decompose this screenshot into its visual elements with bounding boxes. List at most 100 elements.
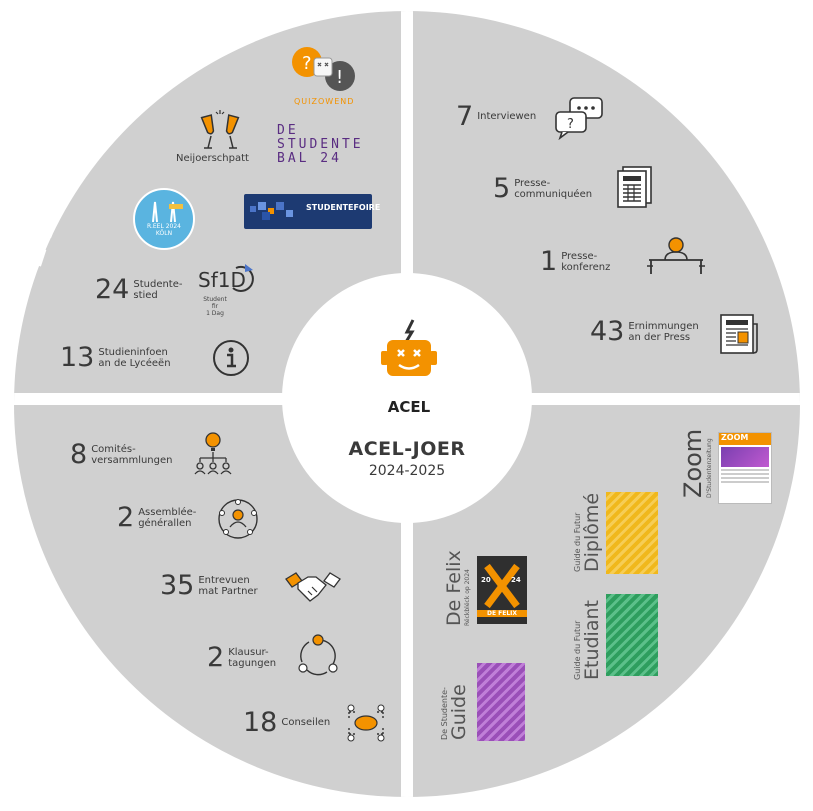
stat-pressekonferenz: 1 Presse- konferenz <box>540 248 610 275</box>
stat-label-line: Assemblée- <box>138 506 197 518</box>
press-conference-icon <box>647 237 705 274</box>
felix-cover-label: DE FELIX <box>477 610 527 617</box>
stat-label: Studente- stied <box>133 279 182 301</box>
reel-koeln-badge: R.EEL 2024 KÖLN <box>133 188 195 250</box>
studentebal-line: BAL 24 <box>277 151 342 166</box>
reel-line: KÖLN <box>155 230 173 237</box>
stat-comitesversammlungen: 8 Comités- versammlungen <box>70 441 172 468</box>
stat-label-line: versammlungen <box>91 454 173 466</box>
felix-cover: 20 24 DE FELIX <box>477 556 527 624</box>
sf1d-caption-line: 1 Dag <box>206 310 224 317</box>
stat-label-line: konferenz <box>561 261 611 273</box>
stat-label: Entrevuen mat Partner <box>198 575 257 597</box>
stat-label-line: Entrevuen <box>198 574 250 586</box>
stat-number: 8 <box>70 439 88 470</box>
handshake-icon <box>285 572 341 602</box>
stat-label-line: mat Partner <box>198 585 258 597</box>
stat-number: 2 <box>207 642 225 673</box>
chat-bubbles-icon: ? <box>555 97 603 140</box>
felix-x-icon <box>484 563 520 609</box>
stat-label-line: Studieninfoen <box>98 346 168 358</box>
stat-label: Studieninfoen an de Lycéeën <box>98 347 170 369</box>
studentefoire-label: STUDENTEFOIRE <box>306 203 381 212</box>
stat-label-line: an der Press <box>628 331 691 343</box>
stat-interviewen: 7 Interviewen <box>456 103 536 130</box>
council-icon <box>347 704 385 742</box>
stat-assembleegenerallen: 2 Assemblée- générallen <box>117 504 196 531</box>
svg-text:?: ? <box>567 117 574 132</box>
acel-robot-icon <box>381 319 437 376</box>
etudiant-label-vertical: Guide du Futur Etudiant <box>573 600 603 680</box>
stat-label-line: an de Lycéeën <box>98 357 171 369</box>
center-title: ACEL-JOER <box>348 438 466 460</box>
stat-label: Comités- versammlungen <box>91 444 172 466</box>
stat-number: 1 <box>540 246 558 277</box>
felix-cover-num2: 24 <box>511 576 521 584</box>
stat-number: 24 <box>95 274 130 305</box>
stat-label: Presse- communiquéen <box>514 178 592 200</box>
stat-entrevuen: 35 Entrevuen mat Partner <box>160 572 258 599</box>
zoom-cover-title: ZOOM <box>719 433 771 445</box>
zoom-subtitle: D'Studentenzeitung <box>706 438 713 498</box>
stat-label-line: communiquéen <box>514 188 593 200</box>
retreat-icon <box>298 634 338 676</box>
diplome-cover <box>606 492 658 574</box>
etudiant-line2: Etudiant <box>581 600 603 680</box>
newspaper-icon <box>720 314 758 354</box>
stat-label-line: Interviewen <box>477 111 537 122</box>
assembly-icon <box>218 499 258 539</box>
champagne-glasses-icon <box>200 110 240 149</box>
stat-label-line: Studente- <box>133 278 183 290</box>
zoom-cover-image <box>721 447 769 467</box>
zoom-sub-vertical: D'Studentenzeitung <box>706 438 713 498</box>
felix-subtitle: Réckbléck op 2024 <box>464 569 471 626</box>
diplome-label-vertical: Guide du Futur Diplômé <box>573 492 603 572</box>
stat-pressecommuniqueen: 5 Presse- communiquéen <box>493 175 592 202</box>
stat-number: 13 <box>60 342 95 373</box>
stat-label-line: Klausur- <box>228 646 269 658</box>
quizowend-logo-icon: ? ! <box>292 47 355 91</box>
sf1d-caption-line: Student fir <box>203 296 227 310</box>
studentefoire-banner: STUDENTEFOIRE <box>244 194 380 229</box>
stat-number: 43 <box>590 316 625 347</box>
stat-label-line: Presse- <box>561 250 598 262</box>
stat-label-line: tagungen <box>228 657 277 669</box>
stat-conseilen: 18 Conseilen <box>243 709 330 736</box>
studenteguide-cover <box>477 663 525 741</box>
stat-label: Conseilen <box>281 717 330 728</box>
studenteguide-line2: Guide <box>448 684 470 740</box>
stat-label: Klausur- tagungen <box>228 647 276 669</box>
stat-label-line: Conseilen <box>281 717 331 728</box>
diplome-line2: Diplômé <box>581 492 603 572</box>
zoom-title-vertical: Zoom <box>679 428 707 498</box>
center-logo-text: ACEL <box>387 398 431 416</box>
felix-label-vertical: De Felix Réckbléck op 2024 <box>443 550 471 626</box>
studenteguide-label-vertical: De Studente- Guide <box>440 684 470 740</box>
stat-label: Assemblée- générallen <box>138 507 196 529</box>
sf1d-logo: Sf1D <box>198 268 246 292</box>
zoom-title: Zoom <box>679 428 707 498</box>
stat-klausurtagungen: 2 Klausur- tagungen <box>207 644 276 671</box>
info-icon <box>213 340 249 376</box>
center-subtitle: 2024-2025 <box>368 463 446 479</box>
studentebal-logo: DE STUDENTE BAL 24 <box>277 124 364 166</box>
zoom-cover: ZOOM <box>718 432 772 504</box>
stat-label-line: Ernimmungen <box>628 320 699 332</box>
cathedral-icon <box>152 201 183 223</box>
stat-studieninfoen: 13 Studieninfoen an de Lycéeën <box>60 344 171 371</box>
stat-number: 18 <box>243 707 278 738</box>
stat-studentestied: 24 Studente- stied <box>95 276 183 303</box>
pixel-pattern-icon <box>250 202 293 220</box>
svg-text:!: ! <box>336 67 343 88</box>
felix-cover-num: 20 <box>481 576 491 584</box>
stat-label: Interviewen <box>477 111 536 122</box>
stat-ernimmungen: 43 Ernimmungen an der Press <box>590 318 699 345</box>
reel-line: R.EEL 2024 <box>147 223 181 230</box>
sf1d-arc-icon <box>232 264 254 292</box>
stat-label: Ernimmungen an der Press <box>628 321 698 343</box>
etudiant-cover <box>606 594 658 676</box>
sf1d-caption: Student fir 1 Dag <box>200 296 230 317</box>
svg-text:?: ? <box>302 53 312 74</box>
stat-label: Presse- konferenz <box>561 251 610 273</box>
